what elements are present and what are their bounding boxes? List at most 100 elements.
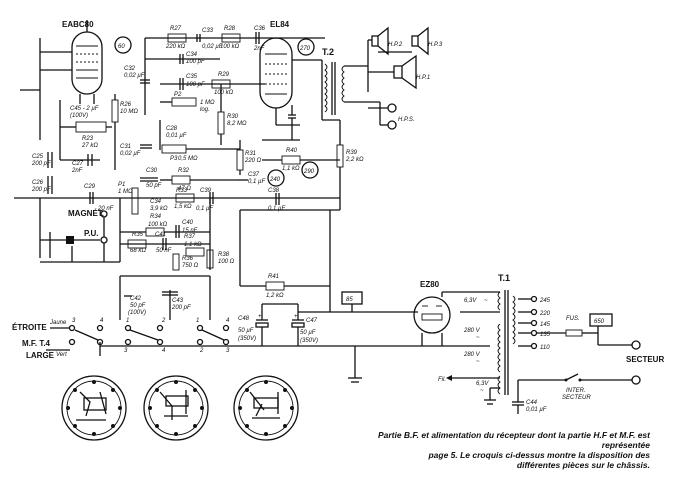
- c39-capacitor: C39 0,1 µF: [196, 188, 214, 212]
- chassis-sketch-3: [233, 375, 299, 441]
- caption-line-3: différentes pièces sur le châssis.: [516, 460, 650, 470]
- svg-text:47 Ω: 47 Ω: [178, 186, 191, 192]
- svg-text:+: +: [258, 314, 262, 320]
- p1-potentiometer: P1 1 MΩ: [118, 182, 139, 215]
- svg-text:200 pF: 200 pF: [31, 161, 51, 167]
- svg-text:1,5 kΩ: 1,5 kΩ: [174, 204, 192, 210]
- svg-text:C32: C32: [124, 66, 136, 72]
- svg-text:C27: C27: [72, 161, 84, 167]
- svg-text:100 Ω: 100 Ω: [218, 259, 235, 265]
- svg-text:0,1 µF: 0,1 µF: [196, 206, 213, 212]
- r27-resistor: R27 220 kΩ: [165, 26, 187, 50]
- svg-text:R41: R41: [268, 274, 279, 280]
- svg-text:C38: C38: [268, 188, 280, 194]
- svg-text:0,1 µF: 0,1 µF: [268, 206, 285, 212]
- svg-text:C37: C37: [248, 172, 260, 178]
- svg-text:50 µF: 50 µF: [238, 328, 254, 334]
- svg-text:C48: C48: [238, 316, 250, 322]
- svg-text:C29: C29: [84, 184, 96, 190]
- c32-capacitor: C32 0,02 µF: [124, 66, 150, 84]
- svg-text:R30: R30: [227, 114, 239, 120]
- svg-text:8,2 MΩ: 8,2 MΩ: [227, 121, 247, 127]
- badge-290: 290: [301, 161, 319, 179]
- bandwidth-switch: ÉTROITE Jaune M.F. T.4 LARGE Vert 3 4: [12, 318, 104, 360]
- svg-text:R40: R40: [286, 148, 298, 154]
- svg-text:245: 245: [539, 298, 551, 304]
- badge-270: 270: [297, 38, 315, 56]
- badge-60: 60: [114, 36, 132, 54]
- svg-text:C34: C34: [150, 199, 162, 205]
- r34-resistor: R34 100 kΩ: [120, 214, 210, 237]
- svg-text:1 MΩ: 1 MΩ: [200, 100, 215, 106]
- svg-text:15 nF: 15 nF: [182, 228, 198, 234]
- svg-text:(100V): (100V): [128, 310, 146, 316]
- svg-text:2nF: 2nF: [253, 46, 265, 52]
- svg-text:~: ~: [476, 335, 480, 341]
- svg-text:10 MΩ: 10 MΩ: [120, 109, 138, 115]
- svg-text:200 pF: 200 pF: [31, 187, 51, 193]
- svg-text:~: ~: [484, 298, 488, 304]
- svg-text:(350V): (350V): [238, 336, 256, 342]
- mains-plug: SECTEUR: [626, 340, 664, 385]
- svg-text:R28: R28: [224, 26, 236, 32]
- svg-text:4: 4: [100, 318, 104, 324]
- svg-text:50 µF: 50 µF: [300, 330, 316, 336]
- svg-text:100 pF: 100 pF: [186, 59, 205, 65]
- el84-cathode-cap: [262, 105, 300, 141]
- svg-text:EZ80: EZ80: [420, 280, 440, 289]
- svg-text:H.P.2: H.P.2: [388, 42, 403, 48]
- mains-switch: INTER. SECTEUR: [518, 373, 632, 401]
- svg-text:(100V): (100V): [70, 113, 88, 119]
- svg-text:C34: C34: [186, 52, 198, 58]
- speaker-hp3: H.P.3: [411, 26, 443, 56]
- svg-text:2nF: 2nF: [71, 168, 83, 174]
- c34b-resistor: C34 3,9 kΩ: [150, 199, 168, 212]
- svg-text:R38: R38: [218, 252, 230, 258]
- svg-text:270: 270: [299, 46, 311, 52]
- svg-text:220: 220: [539, 311, 551, 317]
- c40-capacitor: C40 15 nF: [175, 220, 198, 238]
- svg-text:~: ~: [480, 388, 484, 394]
- svg-text:R23: R23: [82, 136, 94, 142]
- svg-text:H.P.1: H.P.1: [416, 75, 430, 81]
- svg-text:0,01 µF: 0,01 µF: [166, 133, 187, 139]
- r33-resistor: R33 1,5 kΩ: [174, 188, 195, 210]
- svg-text:SECTEUR: SECTEUR: [626, 355, 664, 364]
- r40-resistor: R40 1,1 kΩ: [262, 148, 340, 172]
- svg-text:P2: P2: [174, 92, 182, 98]
- fuse: FUS.: [537, 316, 598, 337]
- svg-text:2: 2: [161, 318, 166, 324]
- t2-transformer: T.2: [321, 47, 380, 121]
- svg-text:68 kΩ: 68 kΩ: [130, 248, 146, 254]
- svg-text:+: +: [294, 314, 298, 320]
- svg-text:C28: C28: [166, 126, 178, 132]
- c27-capacitor: C27 2nF: [60, 154, 100, 174]
- svg-text:4: 4: [162, 348, 166, 354]
- svg-text:27 kΩ: 27 kΩ: [81, 143, 98, 149]
- svg-text:H.P.S.: H.P.S.: [398, 117, 415, 123]
- transformer-taps: 245 220 145 135 110: [518, 295, 551, 351]
- svg-text:C26: C26: [32, 180, 44, 186]
- svg-text:C35: C35: [186, 74, 198, 80]
- c36-capacitor: C36 2nF: [253, 26, 266, 52]
- r35-resistor: R35 68 kΩ: [127, 232, 147, 254]
- svg-text:Vert: Vert: [56, 352, 67, 358]
- svg-text:50 pF: 50 pF: [146, 183, 162, 189]
- svg-text:3: 3: [72, 318, 76, 324]
- svg-text:1,1 kΩ: 1,1 kΩ: [282, 166, 300, 172]
- r37-resistor: R37 1,1 kΩ: [184, 234, 205, 257]
- svg-text:0,02 µF: 0,02 µF: [202, 44, 223, 50]
- svg-text:200 pF: 200 pF: [171, 305, 191, 311]
- svg-text:INTER.: INTER.: [566, 388, 586, 394]
- eabc80-tube: EABC80: [62, 20, 103, 104]
- svg-text:240: 240: [269, 177, 281, 183]
- svg-text:0,01 µF: 0,01 µF: [526, 407, 547, 413]
- svg-text:1 MΩ: 1 MΩ: [118, 189, 133, 195]
- caption-line-1: Partie B.F. et alimentation du récepteur…: [377, 430, 650, 450]
- svg-text:R35: R35: [132, 232, 144, 238]
- filament-output: Fil.: [438, 375, 500, 383]
- large-label: LARGE: [26, 351, 55, 360]
- c45-r23-network: C45 - 2 µF (100V) R23 27 kΩ: [60, 106, 112, 149]
- c44-capacitor: C44 0,01 µF: [512, 380, 547, 414]
